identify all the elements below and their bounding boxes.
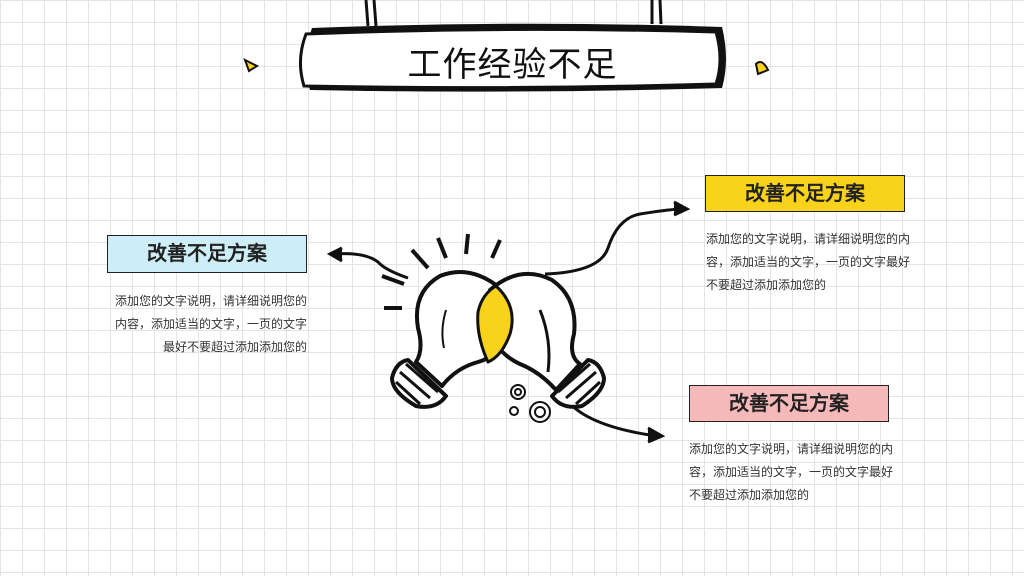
desc-line: 内容，添加适当的文字，一页的文字 [114, 317, 307, 331]
arrow-top [544, 200, 691, 276]
triangle-left-icon [243, 57, 260, 73]
arrow-left [326, 246, 409, 280]
bubbles-icon [509, 384, 551, 423]
desc-line: 容，添加适当的文字，一页的文字最好 [706, 255, 911, 269]
desc-line: 不要超过添加添加您的 [689, 488, 810, 502]
desc-line: 容，添加适当的文字，一页的文字最好 [689, 465, 894, 479]
desc-line: 不要超过添加添加您的 [706, 278, 827, 292]
section-bottom-description: 添加您的文字说明，请详细说明您的内 容，添加适当的文字，一页的文字最好 不要超过… [689, 438, 893, 507]
section-left-tag: 改善不足方案 [107, 235, 307, 273]
triangle-right-icon [754, 61, 770, 76]
section-left-description: 添加您的文字说明，请详细说明您的 内容，添加适当的文字，一页的文字 最好不要超过… [115, 290, 307, 359]
desc-line: 添加您的文字说明，请详细说明您的内 [706, 232, 911, 246]
section-top-description: 添加您的文字说明，请详细说明您的内 容，添加适当的文字，一页的文字最好 不要超过… [706, 228, 910, 297]
title-banner [299, 23, 726, 92]
section-bottom-tag: 改善不足方案 [689, 385, 889, 422]
desc-line: 添加您的文字说明，请详细说明您的 [114, 294, 307, 308]
desc-line: 最好不要超过添加添加您的 [162, 340, 307, 354]
banner-strings [364, 0, 663, 27]
page-title: 工作经验不足 [407, 45, 618, 85]
section-top-tag: 改善不足方案 [705, 175, 905, 212]
desc-line: 添加您的文字说明，请详细说明您的内 [689, 442, 894, 456]
lightbulbs-icon [381, 233, 606, 409]
